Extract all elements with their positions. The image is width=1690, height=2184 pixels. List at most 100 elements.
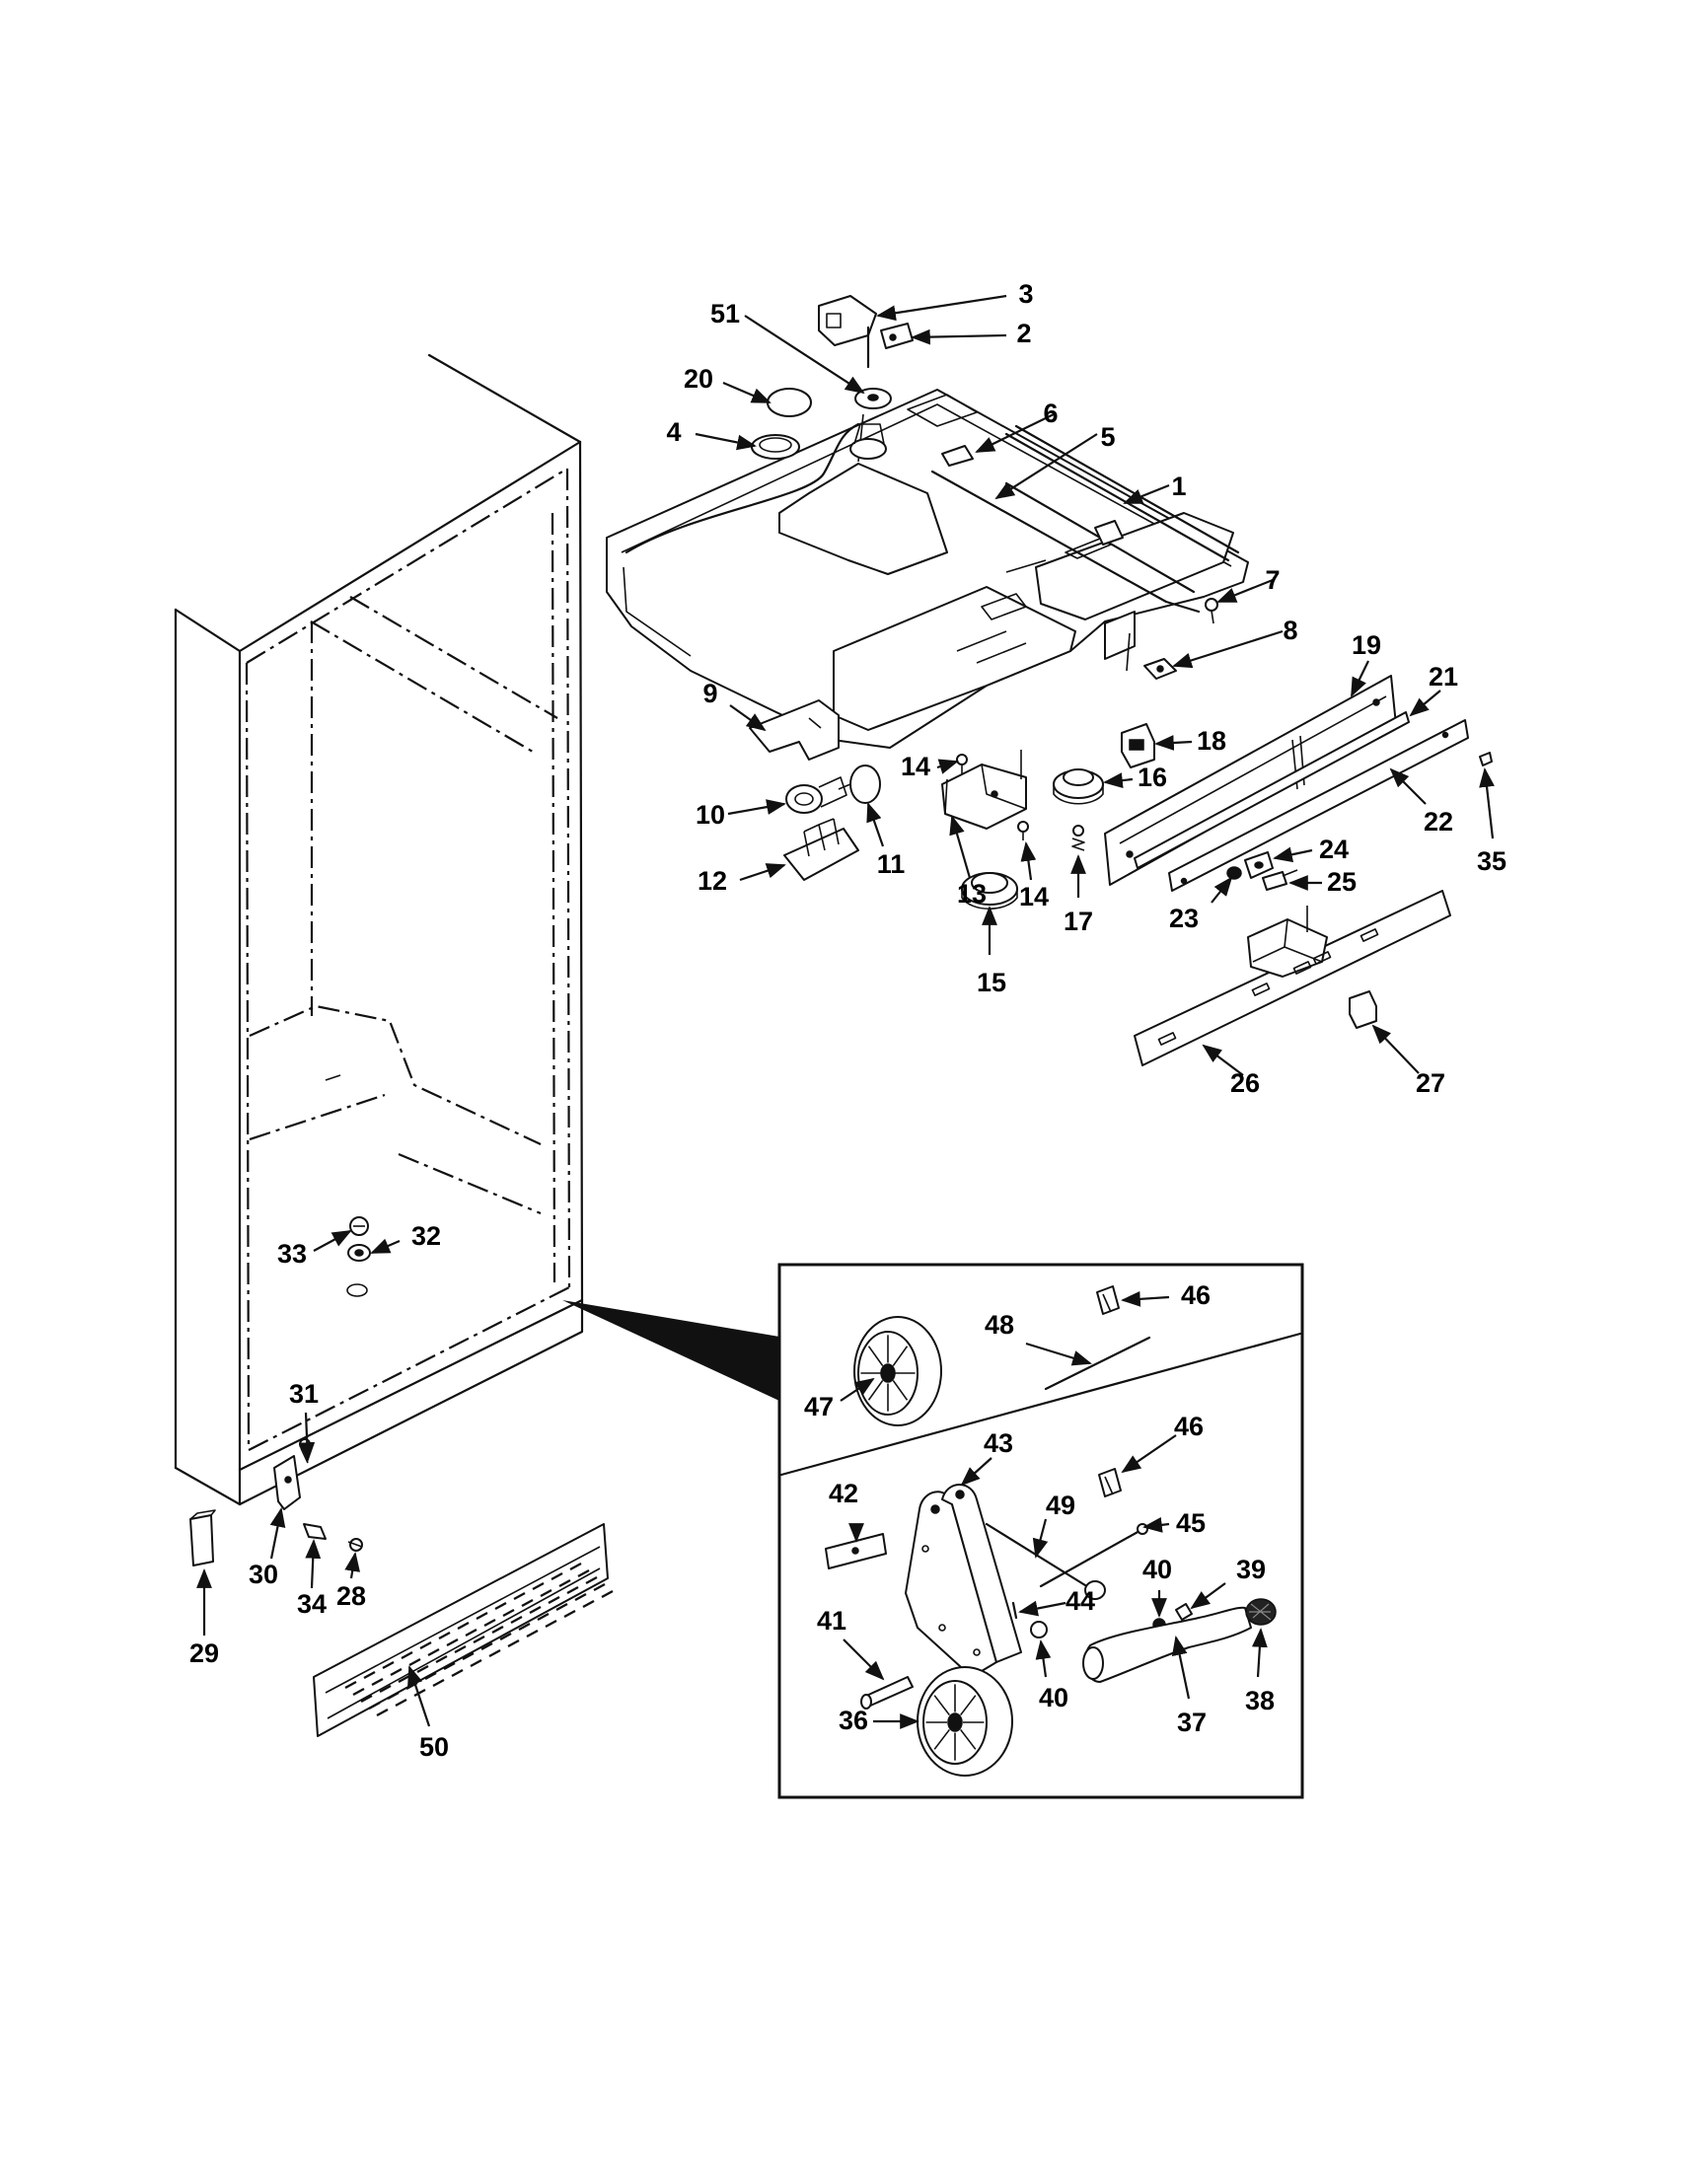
callout-27: 27 (1416, 1068, 1445, 1098)
callout-43: 43 (984, 1428, 1013, 1458)
grille-slot (457, 1621, 470, 1631)
part-44-pin (1011, 1601, 1018, 1620)
callout-42: 42 (829, 1479, 858, 1508)
grille-slot (413, 1688, 426, 1698)
part-14-screw-b (1017, 821, 1029, 840)
grille-slot (427, 1647, 440, 1657)
callout-2: 2 (1016, 319, 1031, 348)
part-28-screw (347, 1538, 363, 1552)
callout-33: 33 (277, 1239, 307, 1269)
wheel-spoke (892, 1379, 909, 1401)
part-14-screw-a (956, 754, 968, 774)
wheel-spoke (867, 1379, 884, 1401)
part-2-clip (880, 323, 914, 349)
part-9-bracket (749, 699, 840, 761)
part-18-switch (1121, 723, 1155, 768)
part-33-screw (349, 1216, 369, 1236)
grille-slot (551, 1571, 563, 1581)
callout-28: 28 (336, 1581, 366, 1611)
callout-4: 4 (666, 417, 681, 447)
grille-slot (494, 1601, 507, 1611)
grille-slot (470, 1658, 482, 1668)
grille-slot (507, 1638, 520, 1648)
part-7-screw (1205, 598, 1218, 624)
callout-8: 8 (1283, 616, 1297, 645)
grille-slot (499, 1632, 512, 1641)
part-11-bulb (838, 764, 881, 804)
grille-slot (569, 1562, 582, 1571)
callout-labels: 3 2 51 20 4 6 5 1 7 8 9 10 11 12 14 13 1… (189, 279, 1506, 1762)
grille-slot (476, 1611, 488, 1621)
part-35-screw (1479, 752, 1493, 766)
callout-21: 21 (1429, 662, 1458, 692)
wheel-spoke (892, 1346, 909, 1367)
part-47-wheel (853, 1316, 942, 1426)
callout-37: 37 (1177, 1708, 1207, 1737)
grille-slot (480, 1641, 493, 1651)
callout-39: 39 (1236, 1555, 1266, 1584)
wheel-spoke (867, 1346, 884, 1367)
detail-pointer (562, 1300, 779, 1401)
grille-slot (529, 1605, 542, 1615)
part-15-fan (961, 872, 1018, 910)
callout-36: 36 (839, 1706, 868, 1735)
callout-51: 51 (710, 299, 740, 328)
callout-14a: 14 (901, 752, 930, 781)
grille-slot (545, 1619, 557, 1629)
grille-slot (424, 1671, 437, 1681)
callout-20: 20 (684, 364, 713, 394)
callout-15: 15 (977, 968, 1006, 997)
grille-slot (502, 1608, 515, 1618)
wheel-spoke (933, 1728, 950, 1750)
part-10-socket (785, 776, 847, 814)
part-26-bar (1134, 890, 1451, 1066)
grille-slot (483, 1618, 496, 1628)
wheel-spoke (933, 1695, 950, 1716)
grille-slot (408, 1657, 421, 1667)
callout-47: 47 (804, 1392, 834, 1421)
callout-44: 44 (1065, 1586, 1095, 1616)
part-22-rail (1168, 719, 1469, 892)
grille-slot (518, 1622, 531, 1632)
callout-38: 38 (1245, 1686, 1275, 1715)
part-37-arm (1082, 1606, 1252, 1683)
grille-slot (451, 1668, 464, 1678)
grille-slot (563, 1609, 576, 1619)
part-36-wheel (917, 1666, 1013, 1777)
callout-32: 32 (411, 1221, 441, 1251)
part-23-nut (1226, 866, 1242, 880)
grille-slot (446, 1638, 459, 1647)
callout-26: 26 (1230, 1068, 1260, 1098)
grille-slot (488, 1648, 501, 1658)
grille-slot (363, 1670, 376, 1680)
grille-slot (513, 1591, 526, 1601)
callout-6: 6 (1043, 399, 1058, 428)
grille-slot (371, 1677, 384, 1687)
callout-50: 50 (419, 1732, 449, 1762)
callout-14b: 14 (1019, 882, 1049, 911)
part-40-washer-a (1030, 1621, 1048, 1638)
callout-29: 29 (189, 1638, 219, 1668)
part-20-cap (767, 388, 812, 417)
grille-slot (593, 1582, 606, 1592)
callout-9: 9 (702, 679, 717, 708)
grille-slot (558, 1578, 571, 1588)
grille-slot (376, 1708, 389, 1717)
part-17-spring (1071, 825, 1085, 851)
leader-lines (196, 294, 1495, 1729)
callout-35: 35 (1477, 846, 1506, 876)
callout-16: 16 (1138, 763, 1167, 792)
callout-5: 5 (1100, 422, 1115, 452)
grille-slot (601, 1589, 614, 1599)
callout-46b: 46 (1174, 1412, 1204, 1441)
callout-23: 23 (1169, 904, 1199, 933)
part-38-knob (1245, 1598, 1277, 1626)
grille-slot (387, 1691, 400, 1701)
part-46-clip-b (1098, 1468, 1122, 1497)
part-27-connector (1349, 990, 1377, 1029)
grille-slot (540, 1588, 552, 1598)
part-25-screw (1262, 869, 1298, 891)
part-48-rod (1044, 1336, 1151, 1391)
callout-41: 41 (817, 1606, 846, 1636)
part-3-control (818, 295, 877, 369)
